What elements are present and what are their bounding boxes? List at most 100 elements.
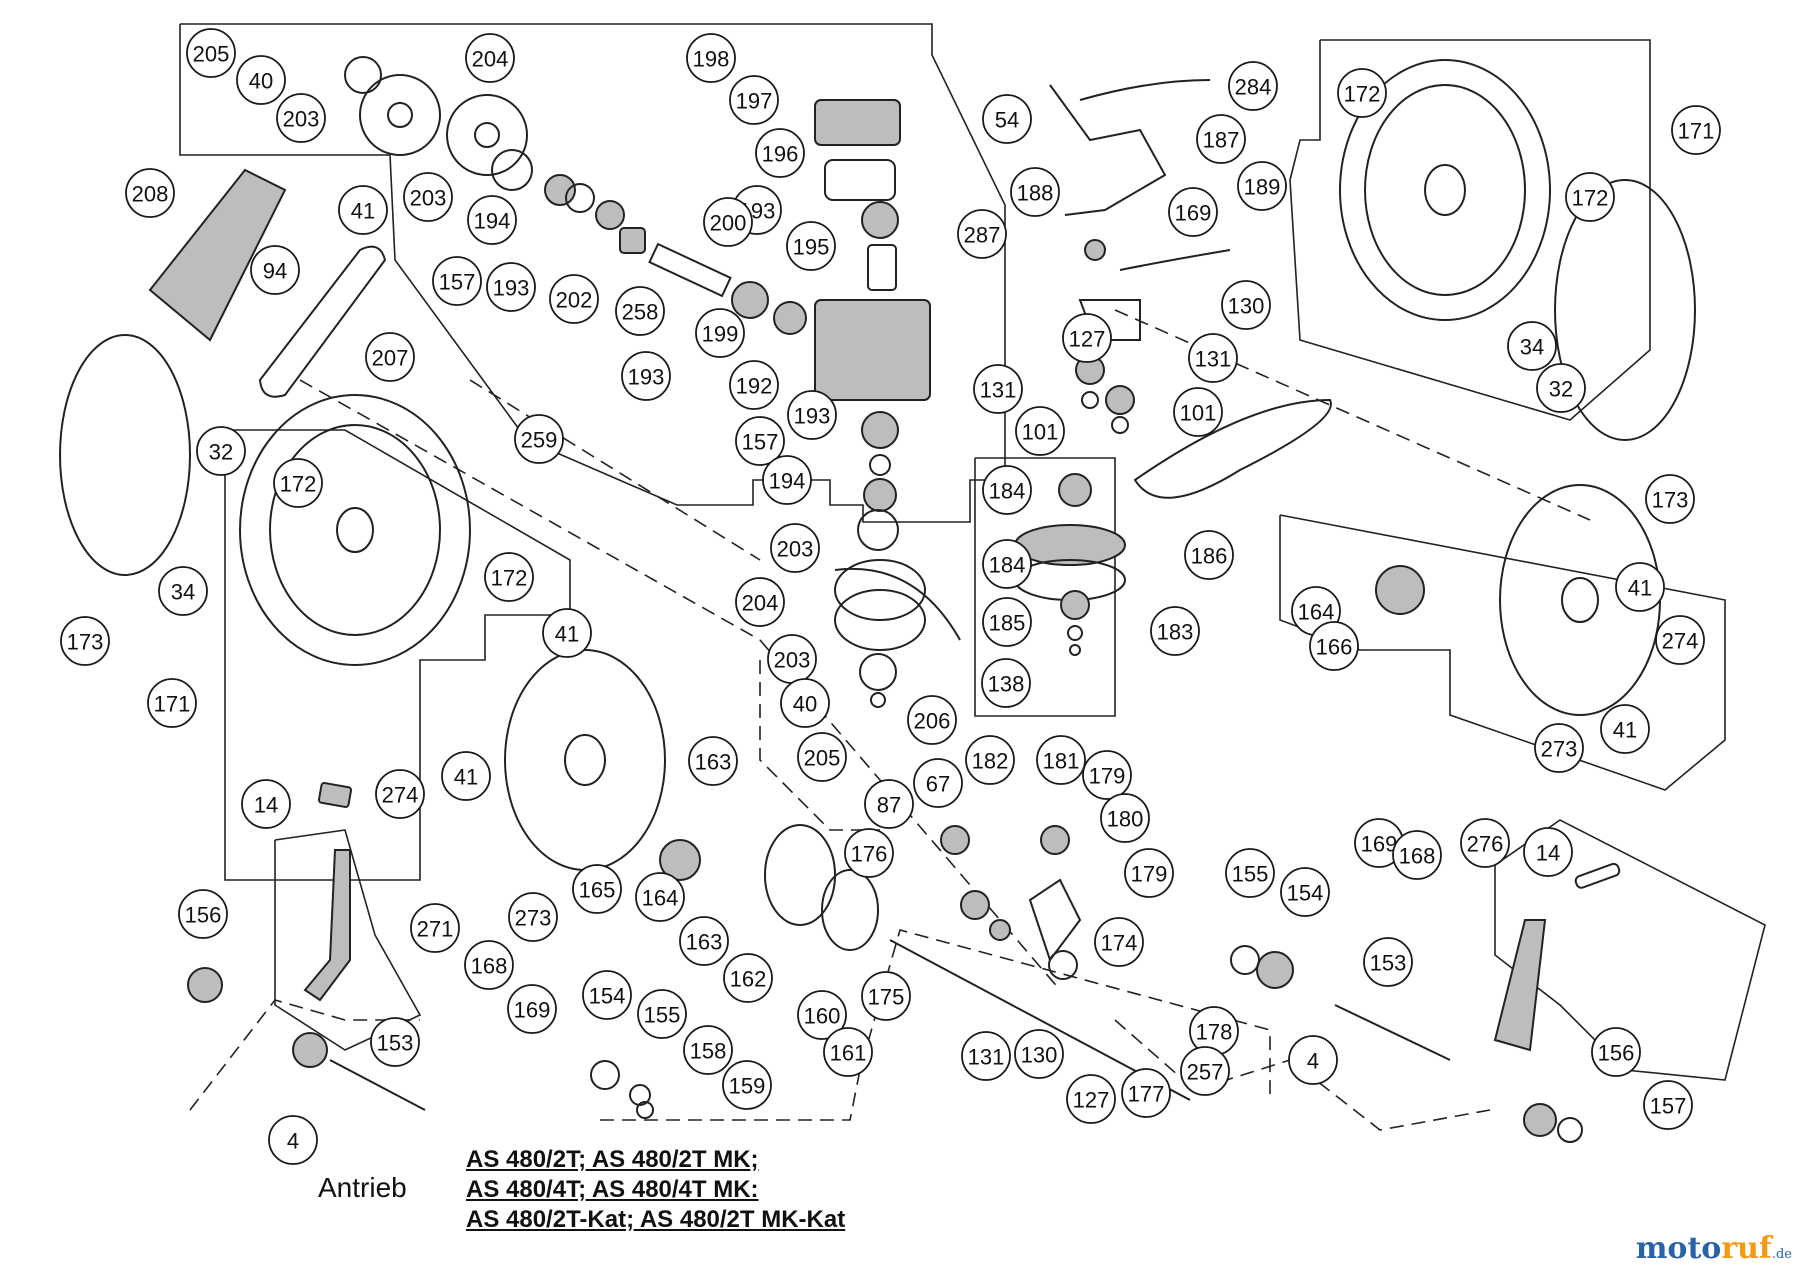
callout-label: 203 [410,186,447,211]
callout-label: 196 [762,142,799,167]
callout-label: 185 [989,611,1026,636]
callout-circle [508,892,558,942]
callout-label: 153 [1370,951,1407,976]
callout-label: 165 [579,878,616,903]
callout-203: 203 [276,93,326,143]
callout-172: 172 [1565,172,1615,222]
callout-172: 172 [1337,68,1387,118]
callout-circle [582,970,632,1020]
callout-4: 4 [1288,1035,1338,1085]
callout-154: 154 [1280,867,1330,917]
callout-200: 200 [703,197,753,247]
callout-label: 172 [1572,186,1609,211]
callout-label: 14 [1536,841,1560,866]
callout-label: 168 [471,954,508,979]
callout-label: 163 [686,930,723,955]
callout-label: 32 [209,440,233,465]
callout-circle [158,566,208,616]
callout-label: 154 [1287,881,1324,906]
callout-label: 189 [1244,175,1281,200]
callout-circle [755,128,805,178]
callout-circle [147,678,197,728]
callout-circle [797,732,847,782]
callout-circle [683,1025,733,1075]
callout-163: 163 [679,916,729,966]
callout-circle [486,262,536,312]
callout-32: 32 [196,426,246,476]
callout-circle [1591,1027,1641,1077]
callout-label: 156 [185,903,222,928]
callout-172: 172 [484,552,534,602]
callout-circle [1225,848,1275,898]
callout-circle [276,93,326,143]
callout-259: 259 [514,414,564,464]
callout-circle [1121,1068,1171,1118]
callout-130: 130 [1221,280,1271,330]
callout-162: 162 [723,953,773,1003]
callout-label: 160 [804,1004,841,1029]
callout-label: 32 [1549,377,1573,402]
callout-175: 175 [861,971,911,1021]
callout-circle [982,94,1032,144]
callout-203: 203 [770,523,820,573]
callout-circle [250,245,300,295]
callout-circle [1015,406,1065,456]
callout-circle [464,940,514,990]
callout-155: 155 [1225,848,1275,898]
callout-171: 171 [147,678,197,728]
callout-circle [507,984,557,1034]
callout-94: 94 [250,245,300,295]
callout-171: 171 [1671,105,1721,155]
callout-circle [1100,793,1150,843]
callout-circle [186,28,236,78]
callout-label: 169 [514,998,551,1023]
callout-circle [635,872,685,922]
callout-circle [913,758,963,808]
callout-189: 189 [1237,161,1287,211]
callout-circle [982,539,1032,589]
callout-circle [729,75,779,125]
callout-circle [1363,937,1413,987]
callout-circle [1280,867,1330,917]
callout-circle [786,221,836,271]
callout-circle [1309,621,1359,671]
callout-circle [723,953,773,1003]
callout-label: 41 [555,622,579,647]
callout-label: 14 [254,793,278,818]
callout-164: 164 [635,872,685,922]
callout-label: 175 [868,985,905,1010]
callout-circle [1221,280,1271,330]
callout-193: 193 [621,351,671,401]
callout-label: 181 [1043,749,1080,774]
callout-157: 157 [1643,1080,1693,1130]
callout-label: 164 [1298,600,1335,625]
callout-circle [338,185,388,235]
callout-circle [410,903,460,953]
callout-label: 174 [1101,931,1138,956]
callout-4: 4 [268,1115,318,1165]
callout-label: 208 [132,182,169,207]
callout-label: 192 [736,374,773,399]
callout-206: 206 [907,695,957,745]
callout-circle [241,779,291,829]
callout-circle [703,197,753,247]
callout-label: 169 [1361,832,1398,857]
callout-label: 130 [1021,1043,1058,1068]
callout-circle [861,971,911,1021]
callout-circle [1196,114,1246,164]
callout-169: 169 [507,984,557,1034]
callout-40: 40 [236,55,286,105]
callout-label: 193 [794,404,831,429]
callout-182: 182 [965,735,1015,785]
callout-circle [864,779,914,829]
callout-label: 171 [1678,119,1715,144]
callout-circle [1671,105,1721,155]
callout-198: 198 [686,33,736,83]
callout-165: 165 [572,864,622,914]
callout-label: 4 [1307,1049,1319,1074]
callout-67: 67 [913,758,963,808]
callout-label: 138 [988,672,1025,697]
callout-205: 205 [186,28,236,78]
callout-label: 41 [351,199,375,224]
callout-label: 158 [690,1039,727,1064]
